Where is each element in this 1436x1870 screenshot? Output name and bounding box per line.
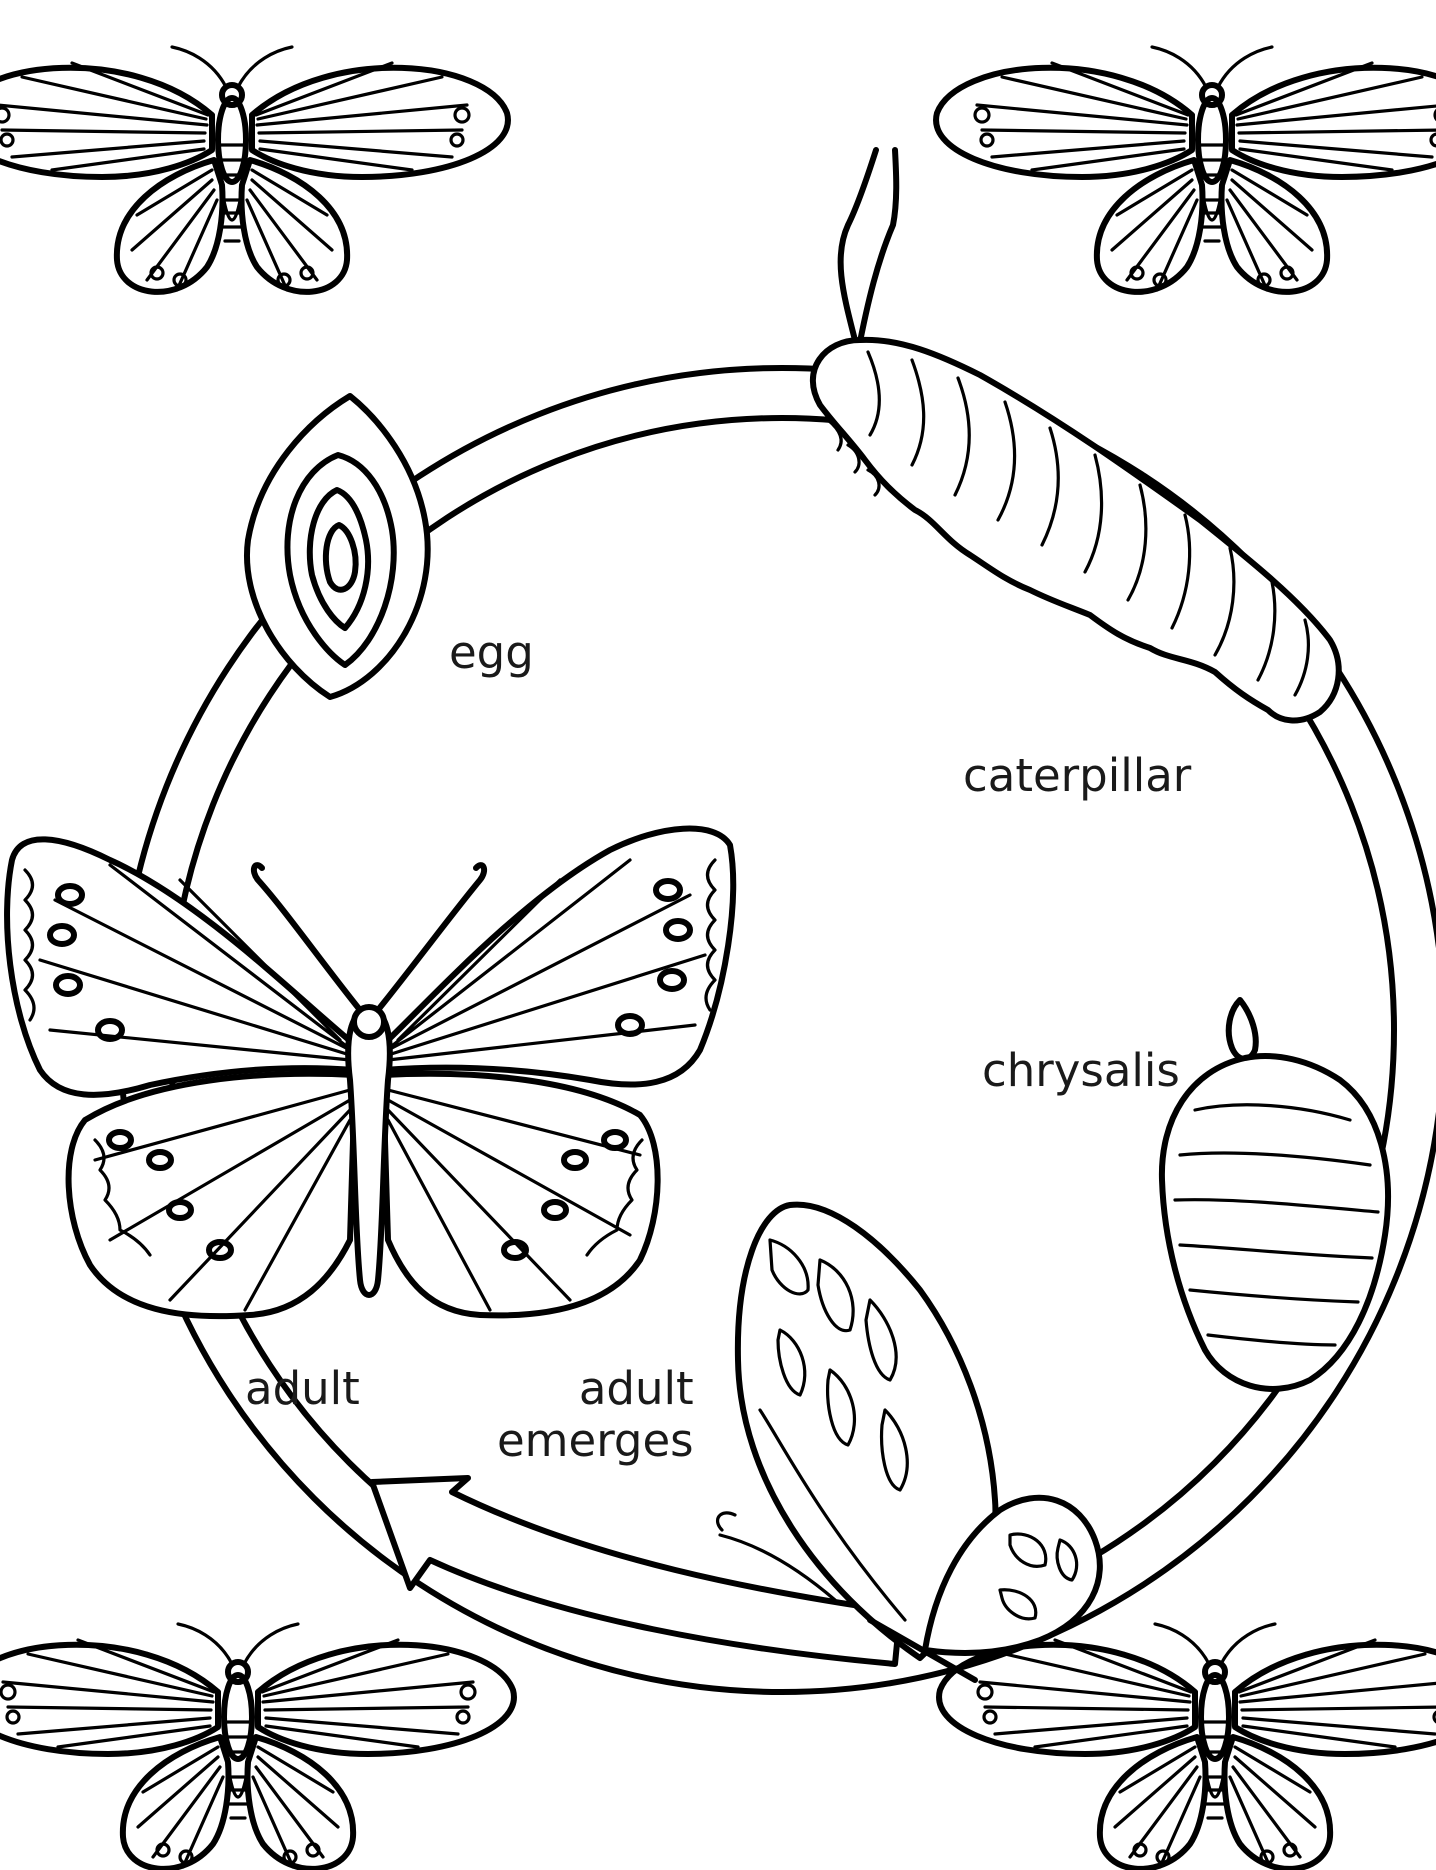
moth-bottom-left bbox=[0, 1624, 514, 1869]
moth-top-right bbox=[936, 47, 1436, 292]
emerging-butterfly-illustration bbox=[716, 1201, 1103, 1683]
egg-illustration bbox=[244, 393, 431, 700]
adult-label: adult bbox=[245, 1362, 360, 1415]
chrysalis-label: chrysalis bbox=[982, 1044, 1180, 1097]
adult-emerges-label: adult emerges bbox=[497, 1362, 694, 1467]
adult-butterfly-illustration bbox=[4, 825, 737, 1320]
moth-top-left bbox=[0, 47, 508, 292]
chrysalis-illustration bbox=[1158, 997, 1391, 1392]
cycle-arrow bbox=[369, 1475, 903, 1667]
caterpillar-label: caterpillar bbox=[963, 749, 1192, 802]
egg-label: egg bbox=[449, 626, 534, 679]
moth-bottom-right bbox=[939, 1624, 1436, 1869]
caterpillar-illustration bbox=[809, 147, 1342, 724]
